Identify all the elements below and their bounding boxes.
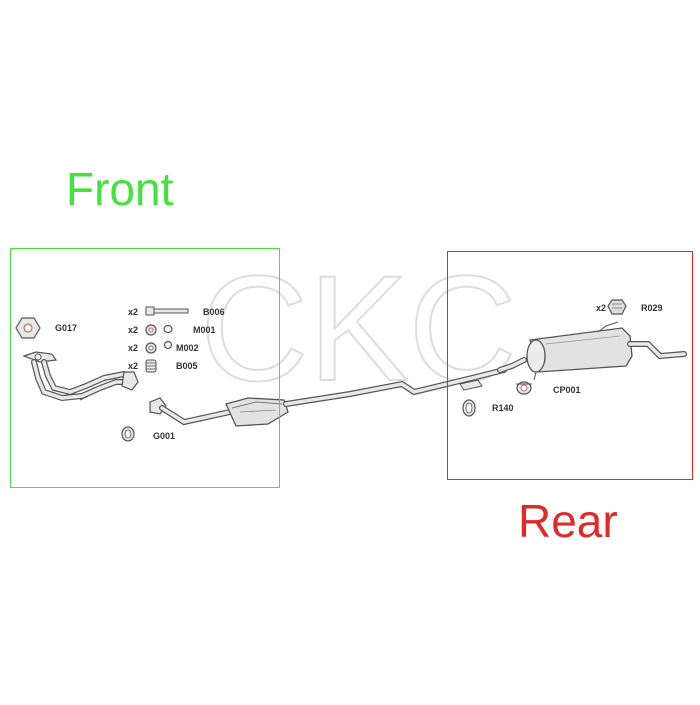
- qty-b006: x2: [128, 307, 138, 317]
- nut-m001-icon: [145, 324, 173, 336]
- part-label-b005: B005: [176, 361, 198, 371]
- gasket-g001-icon: [121, 426, 135, 442]
- part-label-g001: G001: [153, 431, 175, 441]
- rubber-ring-r140-icon: [462, 399, 476, 417]
- part-label-b006: B006: [203, 307, 225, 317]
- qty-b005: x2: [128, 361, 138, 371]
- part-label-r140: R140: [492, 403, 514, 413]
- rear-muffler: [526, 321, 687, 381]
- rubber-mount-r029-icon: [607, 299, 627, 315]
- rear-pipe: [497, 357, 527, 373]
- nut-m002-icon: [145, 342, 157, 354]
- part-label-g017: G017: [55, 323, 77, 333]
- part-label-cp001: CP001: [553, 385, 581, 395]
- nut-small-icon: [163, 340, 173, 350]
- rear-section-box: [447, 251, 693, 480]
- part-label-r029: R029: [641, 303, 663, 313]
- intermediate-pipe: [149, 397, 233, 426]
- qty-r029: x2: [596, 303, 606, 313]
- bolt-b006-icon: [145, 306, 189, 316]
- front-label: Front: [66, 163, 174, 215]
- spring-b005-icon: [145, 359, 157, 373]
- clamp-cp001-icon: [516, 381, 532, 395]
- gasket-g017-icon: [15, 317, 41, 339]
- part-label-m002: M002: [176, 343, 199, 353]
- catalytic-converter: [225, 397, 289, 427]
- front-downpipe: [22, 351, 139, 402]
- qty-m001: x2: [128, 325, 138, 335]
- qty-m002: x2: [128, 343, 138, 353]
- front-section-box: [10, 248, 280, 488]
- part-label-m001: M001: [193, 325, 216, 335]
- rear-label: Rear: [518, 495, 618, 547]
- middle-pipe: [283, 367, 507, 407]
